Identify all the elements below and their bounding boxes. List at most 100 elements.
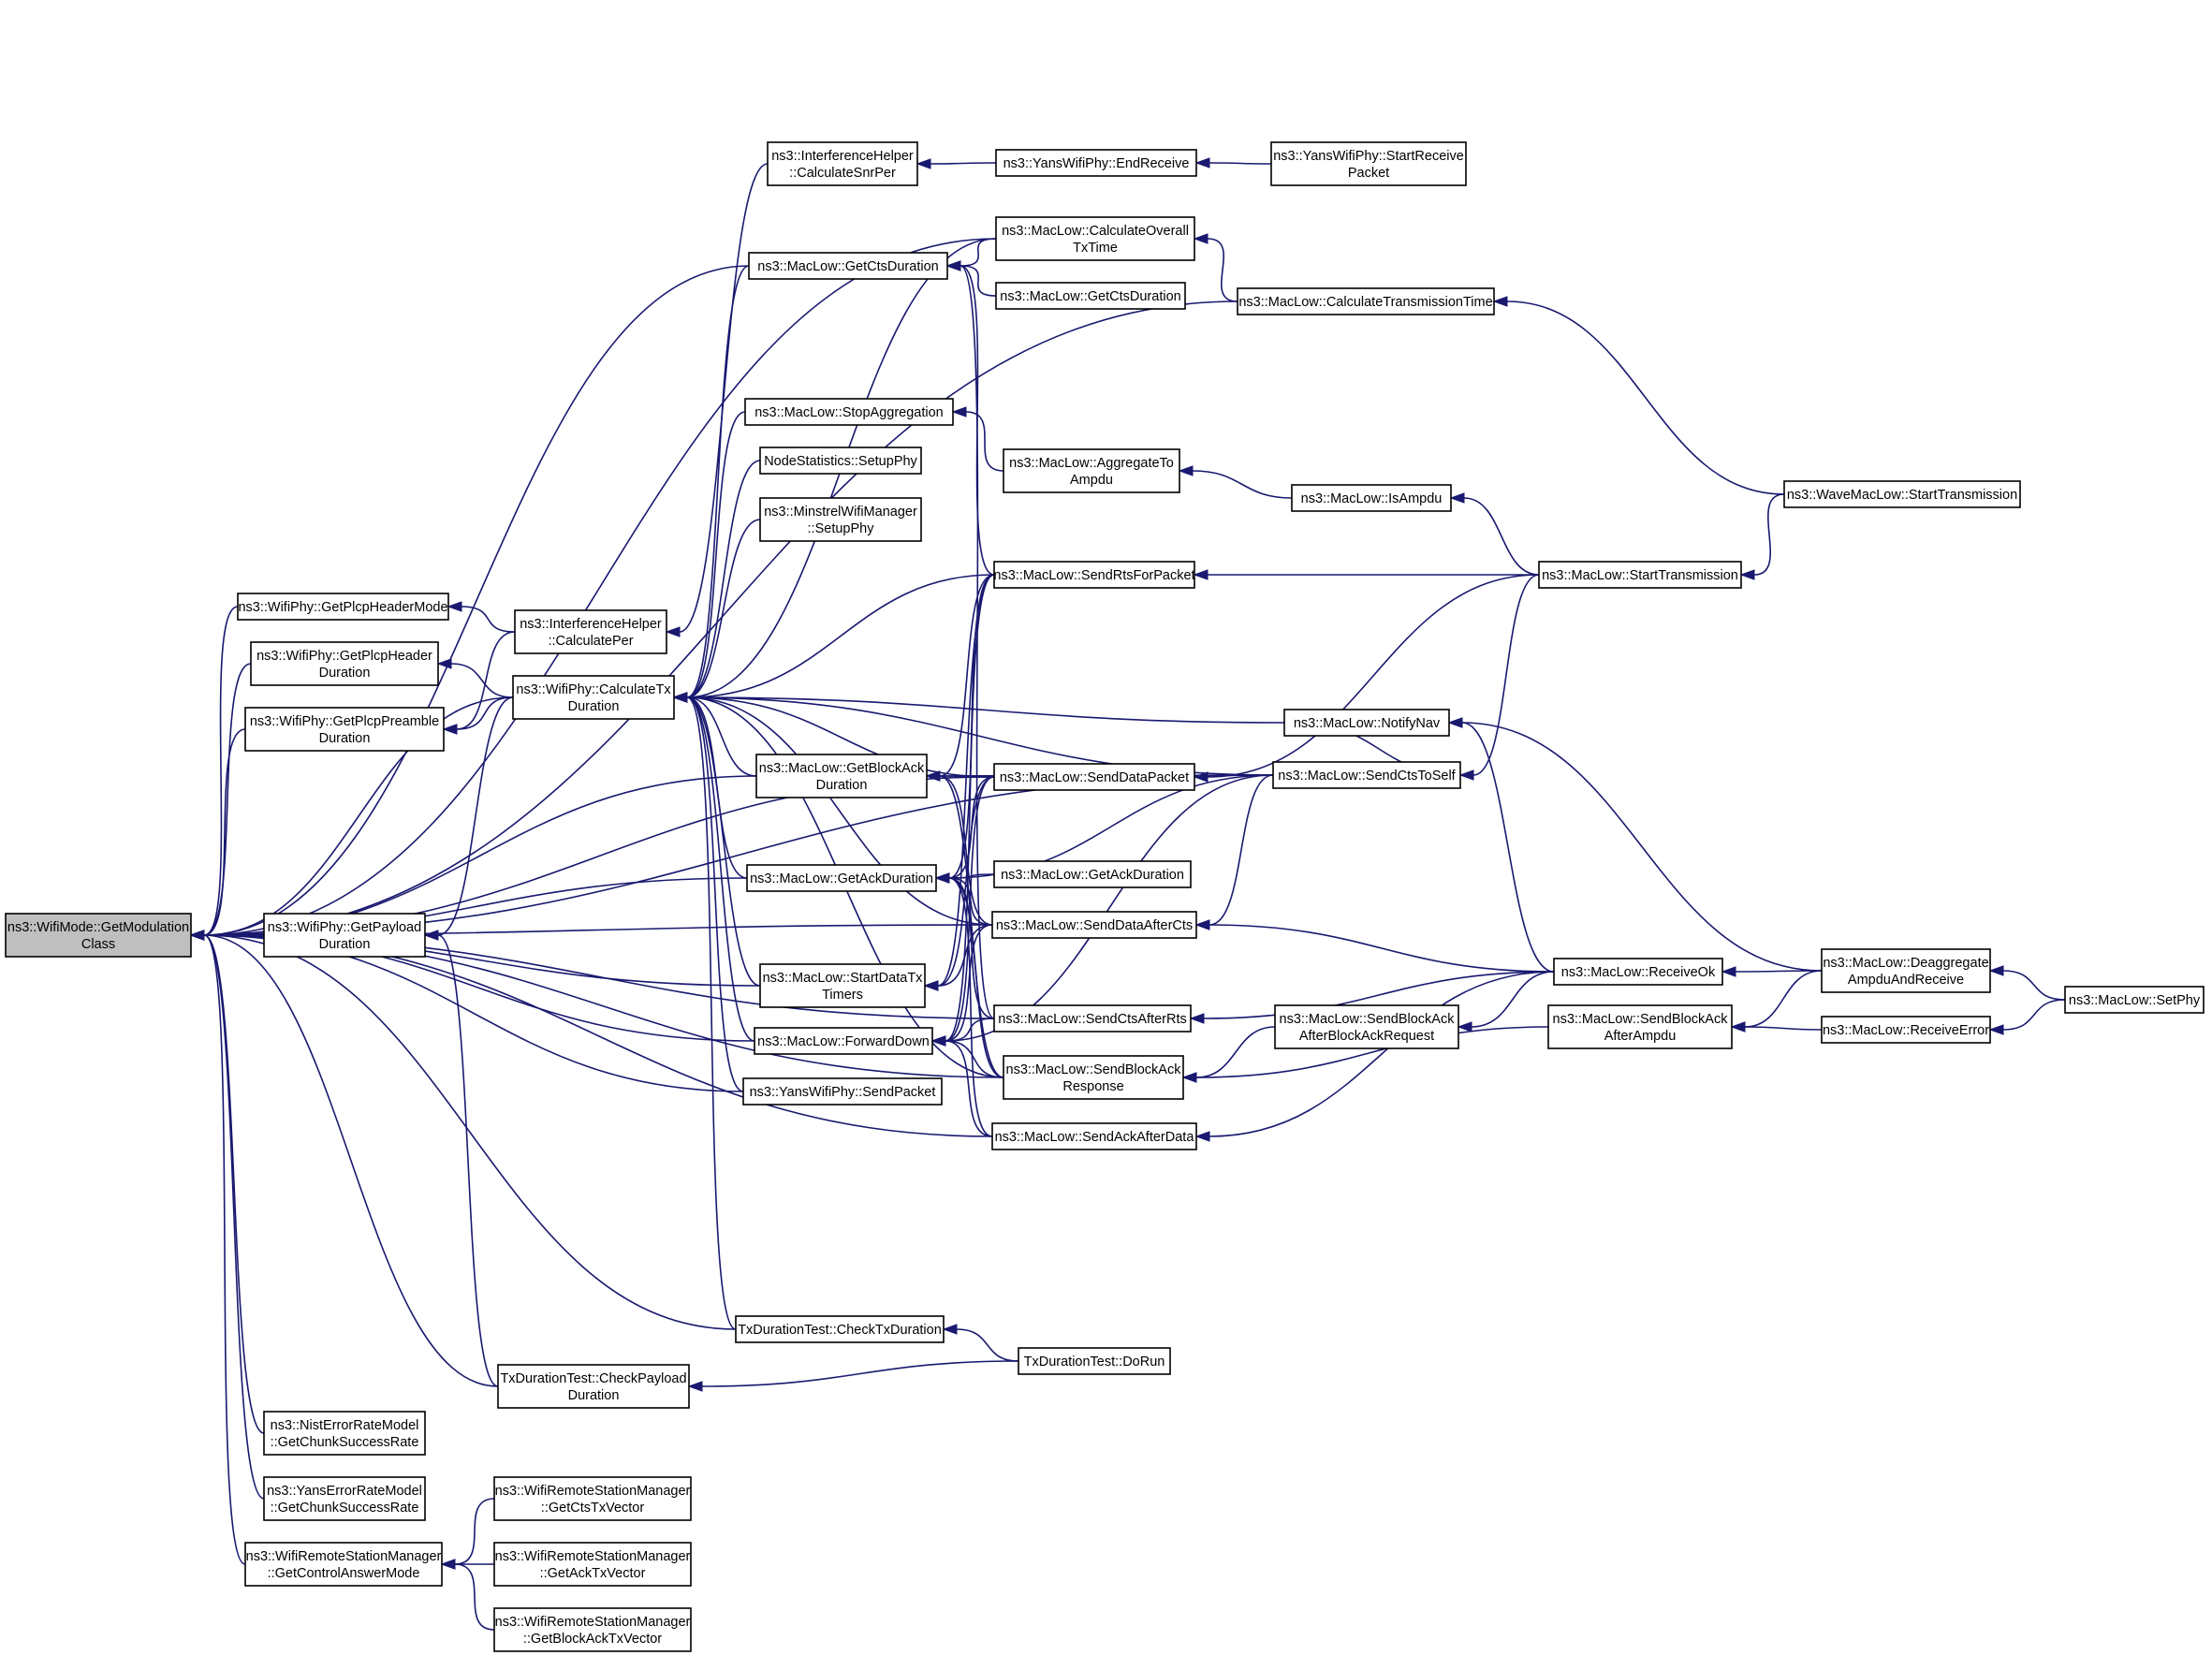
node-calc-snr-per[interactable]: ns3::InterferenceHelper::CalculateSnrPer — [767, 141, 918, 186]
edge-send-data-cts-to-fwd-down — [945, 924, 993, 1042]
edge-do-run-to-check-tx — [956, 1328, 1019, 1362]
edge-recv-ok-to-send-cts-rts — [1203, 971, 1555, 1019]
edge-get-ba-to-calc-tx — [686, 696, 757, 777]
edge-plcp-header-mode-to-root — [203, 606, 239, 936]
node-label: ns3::WifiRemoteStationManager — [246, 1549, 442, 1564]
node-label: ns3::MacLow::SendBlockAck — [1553, 1012, 1729, 1027]
node-get-ack2[interactable]: ns3::MacLow::GetAckDuration — [993, 860, 1192, 888]
node-label: ns3::WifiPhy::GetPlcpHeaderMode — [238, 600, 447, 615]
edge-get-cts-to-calc-tx — [686, 265, 750, 698]
arrowhead — [1193, 771, 1209, 783]
node-ctrl-answer[interactable]: ns3::WifiRemoteStationManager::GetContro… — [244, 1542, 443, 1587]
node-nist-err[interactable]: ns3::NistErrorRateModel::GetChunkSuccess… — [263, 1411, 426, 1456]
node-fwd-down[interactable]: ns3::MacLow::ForwardDown — [754, 1027, 933, 1055]
node-send-data[interactable]: ns3::MacLow::SendDataPacket — [993, 763, 1195, 791]
node-label: AfterBlockAckRequest — [1299, 1029, 1434, 1044]
node-box — [735, 1315, 945, 1343]
node-do-run[interactable]: TxDurationTest::DoRun — [1018, 1347, 1171, 1375]
node-box — [512, 675, 675, 720]
edge-yans-send-to-calc-tx — [686, 696, 744, 1092]
node-check-tx[interactable]: TxDurationTest::CheckTxDuration — [735, 1315, 945, 1343]
node-box — [991, 911, 1197, 939]
node-box — [993, 860, 1192, 888]
node-start-trans[interactable]: ns3::MacLow::StartTransmission — [1538, 561, 1742, 589]
node-label: ns3::YansErrorRateModel — [267, 1484, 422, 1499]
arrowhead — [665, 626, 681, 637]
node-box — [995, 216, 1195, 261]
node-label: ns3::WifiPhy::GetPlcpHeader — [256, 649, 432, 664]
node-stop-agg[interactable]: ns3::MacLow::StopAggregation — [744, 398, 954, 426]
arrowhead — [687, 1381, 703, 1392]
node-recv-ok[interactable]: ns3::MacLow::ReceiveOk — [1553, 958, 1723, 986]
node-box — [742, 1077, 943, 1106]
node-box — [1274, 1004, 1459, 1049]
node-box — [991, 1122, 1197, 1150]
node-box — [748, 252, 948, 280]
node-label: ns3::MacLow::Deaggregate — [1823, 956, 1988, 971]
edge-check-tx-to-root — [203, 934, 737, 1330]
node-minstrel[interactable]: ns3::MinstrelWifiManager::SetupPhy — [759, 497, 922, 542]
node-label: ns3::MacLow::SetPhy — [2069, 993, 2201, 1008]
arrowhead — [189, 930, 205, 941]
node-label: Class — [81, 937, 115, 952]
node-wave-start[interactable]: ns3::WaveMacLow::StartTransmission — [1783, 480, 2021, 508]
node-node-stats[interactable]: NodeStatistics::SetupPhy — [759, 447, 922, 475]
node-ack-tx-vec[interactable]: ns3::WifiRemoteStationManager::GetAckTxV… — [493, 1542, 692, 1587]
node-plcp-header-mode[interactable]: ns3::WifiPhy::GetPlcpHeaderMode — [237, 593, 449, 621]
node-label: ns3::MinstrelWifiManager — [764, 505, 917, 520]
arrowhead — [925, 770, 941, 782]
node-get-ack[interactable]: ns3::MacLow::GetAckDuration — [746, 864, 937, 892]
node-send-bareq[interactable]: ns3::MacLow::SendBlockAckAfterBlockAckRe… — [1274, 1004, 1459, 1049]
arrowhead — [436, 658, 452, 669]
node-yans-send[interactable]: ns3::YansWifiPhy::SendPacket — [742, 1077, 943, 1106]
edge-end-recv-to-calc-snr-per — [930, 162, 997, 165]
arrowhead — [442, 724, 458, 735]
node-cts-tx-vec[interactable]: ns3::WifiRemoteStationManager::GetCtsTxV… — [493, 1476, 692, 1521]
node-send-ack-data[interactable]: ns3::MacLow::SendAckAfterData — [991, 1122, 1197, 1150]
arrowhead — [1739, 569, 1755, 580]
node-label: ns3::MacLow::ReceiveError — [1823, 1023, 1989, 1038]
node-box — [244, 1542, 443, 1587]
edge-send-baresp-to-get-ack — [948, 877, 1004, 1078]
node-label: ns3::MacLow::SendDataPacket — [1000, 770, 1189, 785]
node-notify-nav[interactable]: ns3::MacLow::NotifyNav — [1283, 709, 1450, 737]
node-send-data-cts[interactable]: ns3::MacLow::SendDataAfterCts — [991, 911, 1197, 939]
node-label: ns3::MacLow::ForwardDown — [757, 1034, 930, 1049]
node-recv-err[interactable]: ns3::MacLow::ReceiveError — [1821, 1016, 1991, 1044]
node-end-recv[interactable]: ns3::YansWifiPhy::EndReceive — [995, 149, 1197, 177]
node-calc-per[interactable]: ns3::InterferenceHelper::CalculatePer — [514, 609, 667, 654]
node-send-cts-self[interactable]: ns3::MacLow::SendCtsToSelf — [1272, 761, 1461, 789]
node-box — [759, 497, 922, 542]
node-calc-trans[interactable]: ns3::MacLow::CalculateTransmissionTime — [1237, 287, 1495, 315]
node-send-rts[interactable]: ns3::MacLow::SendRtsForPacket — [993, 561, 1195, 589]
node-get-cts2[interactable]: ns3::MacLow::GetCtsDuration — [995, 282, 1186, 310]
edge-plcp-header-dur-to-root — [203, 663, 252, 936]
arrowhead — [1189, 1013, 1205, 1024]
node-box — [1291, 484, 1452, 512]
node-get-cts[interactable]: ns3::MacLow::GetCtsDuration — [748, 252, 948, 280]
node-label: ns3::MacLow::GetCtsDuration — [1000, 289, 1180, 304]
node-yans-err[interactable]: ns3::YansErrorRateModel::GetChunkSuccess… — [263, 1476, 426, 1521]
node-label: ns3::WifiMode::GetModulation — [7, 920, 189, 935]
node-set-phy[interactable]: ns3::MacLow::SetPhy — [2064, 986, 2205, 1014]
node-label: ns3::MacLow::SendBlockAck — [1006, 1062, 1182, 1077]
node-is-ampdu[interactable]: ns3::MacLow::IsAmpdu — [1291, 484, 1452, 512]
node-label: Timers — [822, 988, 863, 1003]
arrowhead — [1988, 1024, 2004, 1035]
node-send-cts-rts[interactable]: ns3::MacLow::SendCtsAfterRts — [993, 1004, 1192, 1033]
node-ba-tx-vec[interactable]: ns3::WifiRemoteStationManager::GetBlockA… — [493, 1607, 692, 1652]
